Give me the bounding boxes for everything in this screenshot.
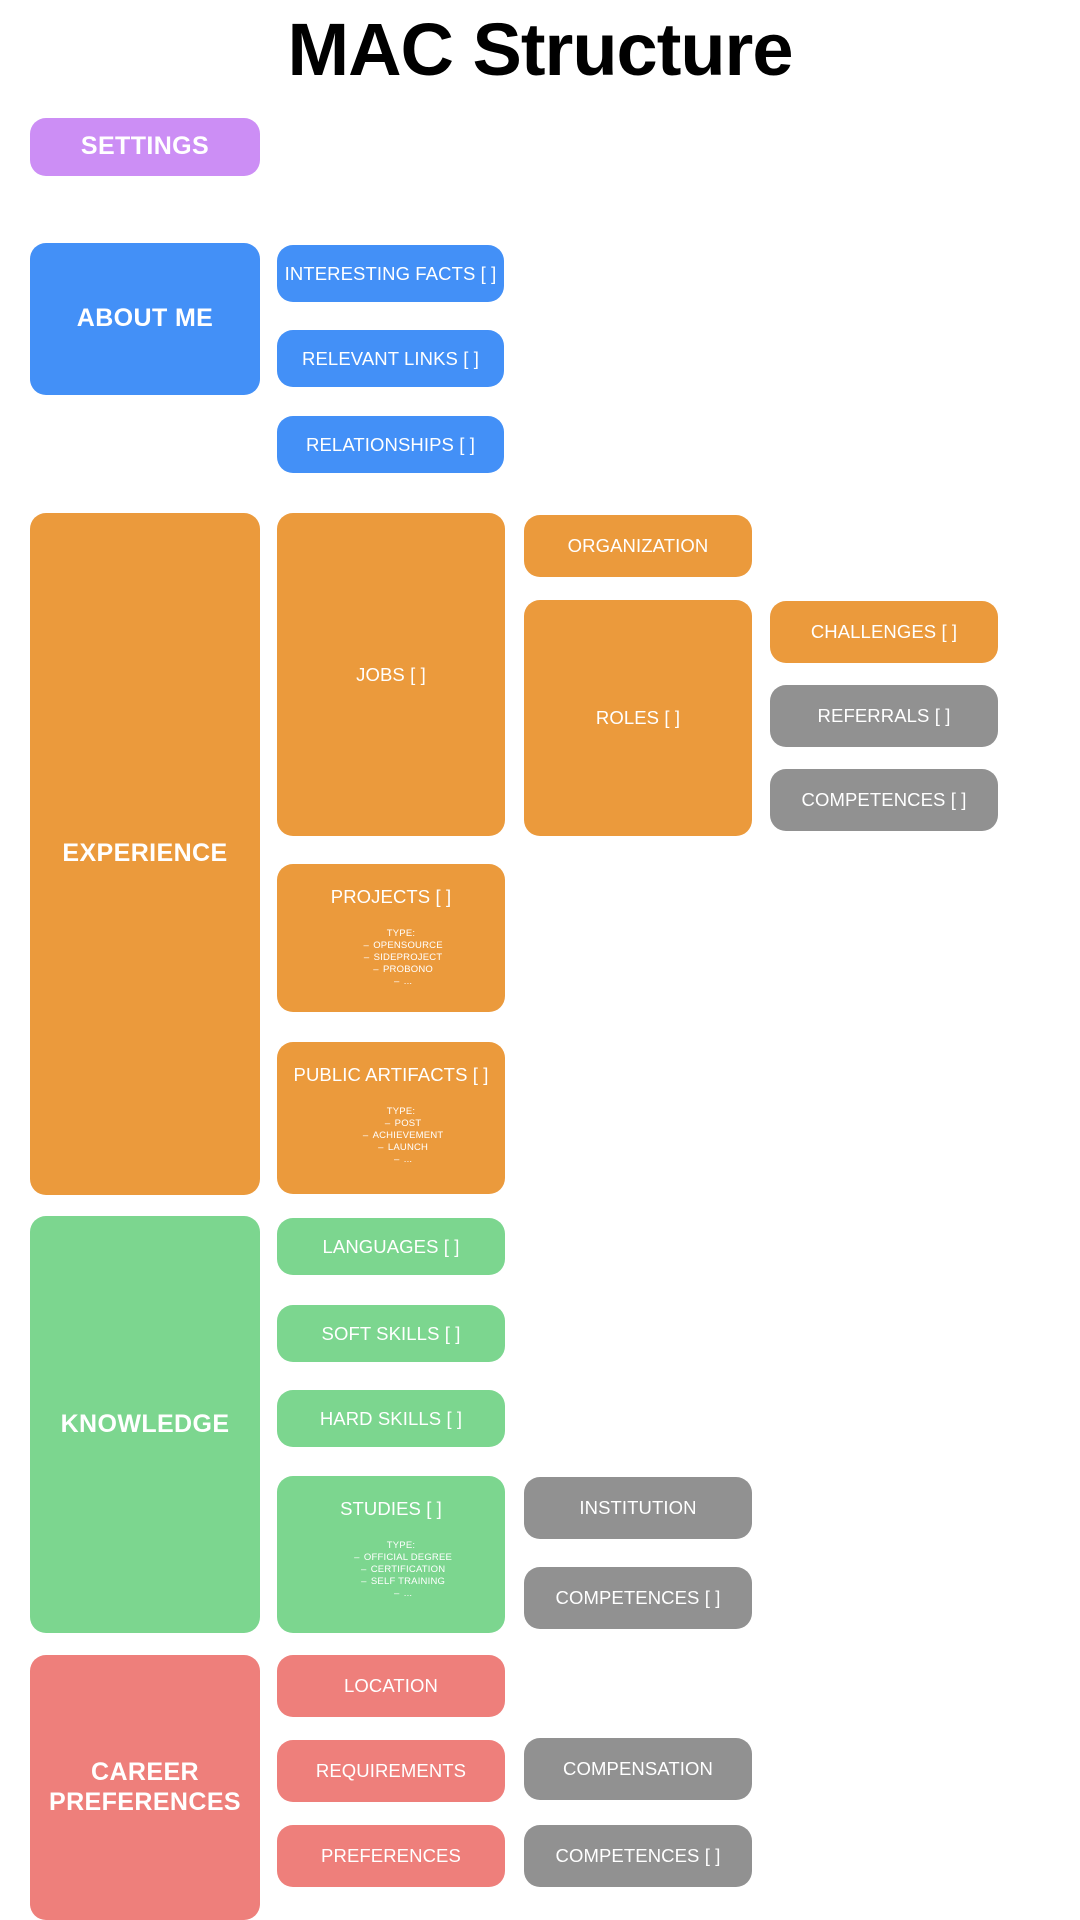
about-me-block[interactable]: ABOUT ME — [30, 243, 260, 395]
organization-label: ORGANIZATION — [567, 535, 709, 556]
projects-type-list: –OPENSOURCE –SIDEPROJECT –PROBONO –... — [297, 940, 505, 988]
career-preferences-label-line2: PREFERENCES — [49, 1787, 241, 1816]
location-label: LOCATION — [344, 1675, 438, 1696]
list-item: –ACHIEVEMENT — [362, 1130, 444, 1142]
experience-child-jobs[interactable]: JOBS [ ] — [277, 513, 505, 836]
knowledge-child-studies[interactable]: STUDIES [ ] TYPE: –OFFICIAL DEGREE –CERT… — [277, 1476, 505, 1633]
knowledge-competences-label: COMPETENCES [ ] — [555, 1587, 721, 1608]
list-item: –SELF TRAINING — [361, 1576, 446, 1588]
about-me-child-relationships[interactable]: RELATIONSHIPS [ ] — [277, 416, 504, 473]
relationships-label: RELATIONSHIPS [ ] — [306, 433, 475, 455]
career-child-requirements[interactable]: REQUIREMENTS — [277, 1740, 505, 1802]
experience-child-referrals[interactable]: REFERRALS [ ] — [770, 685, 998, 747]
experience-block[interactable]: EXPERIENCE — [30, 513, 260, 1195]
projects-label: PROJECTS [ ] — [330, 886, 452, 907]
about-me-label: ABOUT ME — [76, 304, 214, 333]
experience-child-challenges[interactable]: CHALLENGES [ ] — [770, 601, 998, 663]
challenges-label: CHALLENGES [ ] — [810, 621, 958, 642]
list-item: –OPENSOURCE — [363, 940, 443, 952]
list-item: –OFFICIAL DEGREE — [354, 1552, 453, 1564]
knowledge-child-hard-skills[interactable]: HARD SKILLS [ ] — [277, 1390, 505, 1447]
experience-label: EXPERIENCE — [62, 839, 228, 868]
knowledge-label: KNOWLEDGE — [60, 1409, 230, 1438]
list-item: –... — [393, 976, 413, 988]
public-artifacts-label: PUBLIC ARTIFACTS [ ] — [293, 1064, 489, 1085]
roles-label: ROLES [ ] — [595, 707, 681, 728]
career-competences-label: COMPETENCES [ ] — [555, 1845, 721, 1866]
settings-label: SETTINGS — [80, 132, 210, 161]
institution-label: INSTITUTION — [579, 1497, 697, 1518]
list-item: –CERTIFICATION — [360, 1564, 446, 1576]
settings-block[interactable]: SETTINGS — [30, 118, 260, 176]
soft-skills-label: SOFT SKILLS [ ] — [321, 1322, 461, 1344]
languages-label: LANGUAGES [ ] — [322, 1235, 460, 1257]
public-artifacts-type-label: TYPE: — [386, 1106, 416, 1117]
public-artifacts-type-list: –POST –ACHIEVEMENT –LAUNCH –... — [297, 1118, 505, 1166]
career-child-preferences[interactable]: PREFERENCES — [277, 1825, 505, 1887]
knowledge-child-languages[interactable]: LANGUAGES [ ] — [277, 1218, 505, 1275]
interesting-facts-label: INTERESTING FACTS [ ] — [284, 262, 497, 284]
career-child-compensation[interactable]: COMPENSATION — [524, 1738, 752, 1800]
experience-child-roles[interactable]: ROLES [ ] — [524, 600, 752, 836]
career-child-competences[interactable]: COMPETENCES [ ] — [524, 1825, 752, 1887]
experience-child-public-artifacts[interactable]: PUBLIC ARTIFACTS [ ] TYPE: –POST –ACHIEV… — [277, 1042, 505, 1194]
jobs-label: JOBS [ ] — [356, 663, 426, 685]
about-me-child-interesting-facts[interactable]: INTERESTING FACTS [ ] — [277, 245, 504, 302]
referrals-label: REFERRALS [ ] — [817, 705, 951, 726]
knowledge-child-soft-skills[interactable]: SOFT SKILLS [ ] — [277, 1305, 505, 1362]
career-preferences-block[interactable]: CAREER PREFERENCES — [30, 1655, 260, 1920]
knowledge-child-institution[interactable]: INSTITUTION — [524, 1477, 752, 1539]
relevant-links-label: RELEVANT LINKS [ ] — [302, 347, 479, 369]
career-child-location[interactable]: LOCATION — [277, 1655, 505, 1717]
career-preferences-label: CAREER PREFERENCES — [49, 1758, 241, 1817]
career-preferences-label-line1: CAREER — [91, 1758, 199, 1786]
preferences-label: PREFERENCES — [321, 1845, 461, 1866]
experience-competences-label: COMPETENCES [ ] — [801, 789, 967, 810]
list-item: –... — [393, 1588, 413, 1600]
knowledge-child-competences[interactable]: COMPETENCES [ ] — [524, 1567, 752, 1629]
requirements-label: REQUIREMENTS — [315, 1760, 467, 1781]
list-item: –SIDEPROJECT — [363, 952, 443, 964]
compensation-label: COMPENSATION — [563, 1758, 713, 1779]
projects-type-label: TYPE: — [386, 928, 416, 939]
experience-child-competences[interactable]: COMPETENCES [ ] — [770, 769, 998, 831]
about-me-child-relevant-links[interactable]: RELEVANT LINKS [ ] — [277, 330, 504, 387]
list-item: –LAUNCH — [378, 1142, 429, 1154]
knowledge-block[interactable]: KNOWLEDGE — [30, 1216, 260, 1633]
experience-child-projects[interactable]: PROJECTS [ ] TYPE: –OPENSOURCE –SIDEPROJ… — [277, 864, 505, 1012]
studies-type-list: –OFFICIAL DEGREE –CERTIFICATION –SELF TR… — [297, 1552, 505, 1600]
page-title: MAC Structure — [287, 8, 793, 91]
studies-type-label: TYPE: — [386, 1540, 416, 1551]
hard-skills-label: HARD SKILLS [ ] — [319, 1407, 463, 1429]
experience-child-organization[interactable]: ORGANIZATION — [524, 515, 752, 577]
list-item: –PROBONO — [373, 964, 433, 976]
studies-label: STUDIES [ ] — [340, 1498, 442, 1519]
list-item: –... — [393, 1154, 413, 1166]
list-item: –POST — [384, 1118, 422, 1130]
